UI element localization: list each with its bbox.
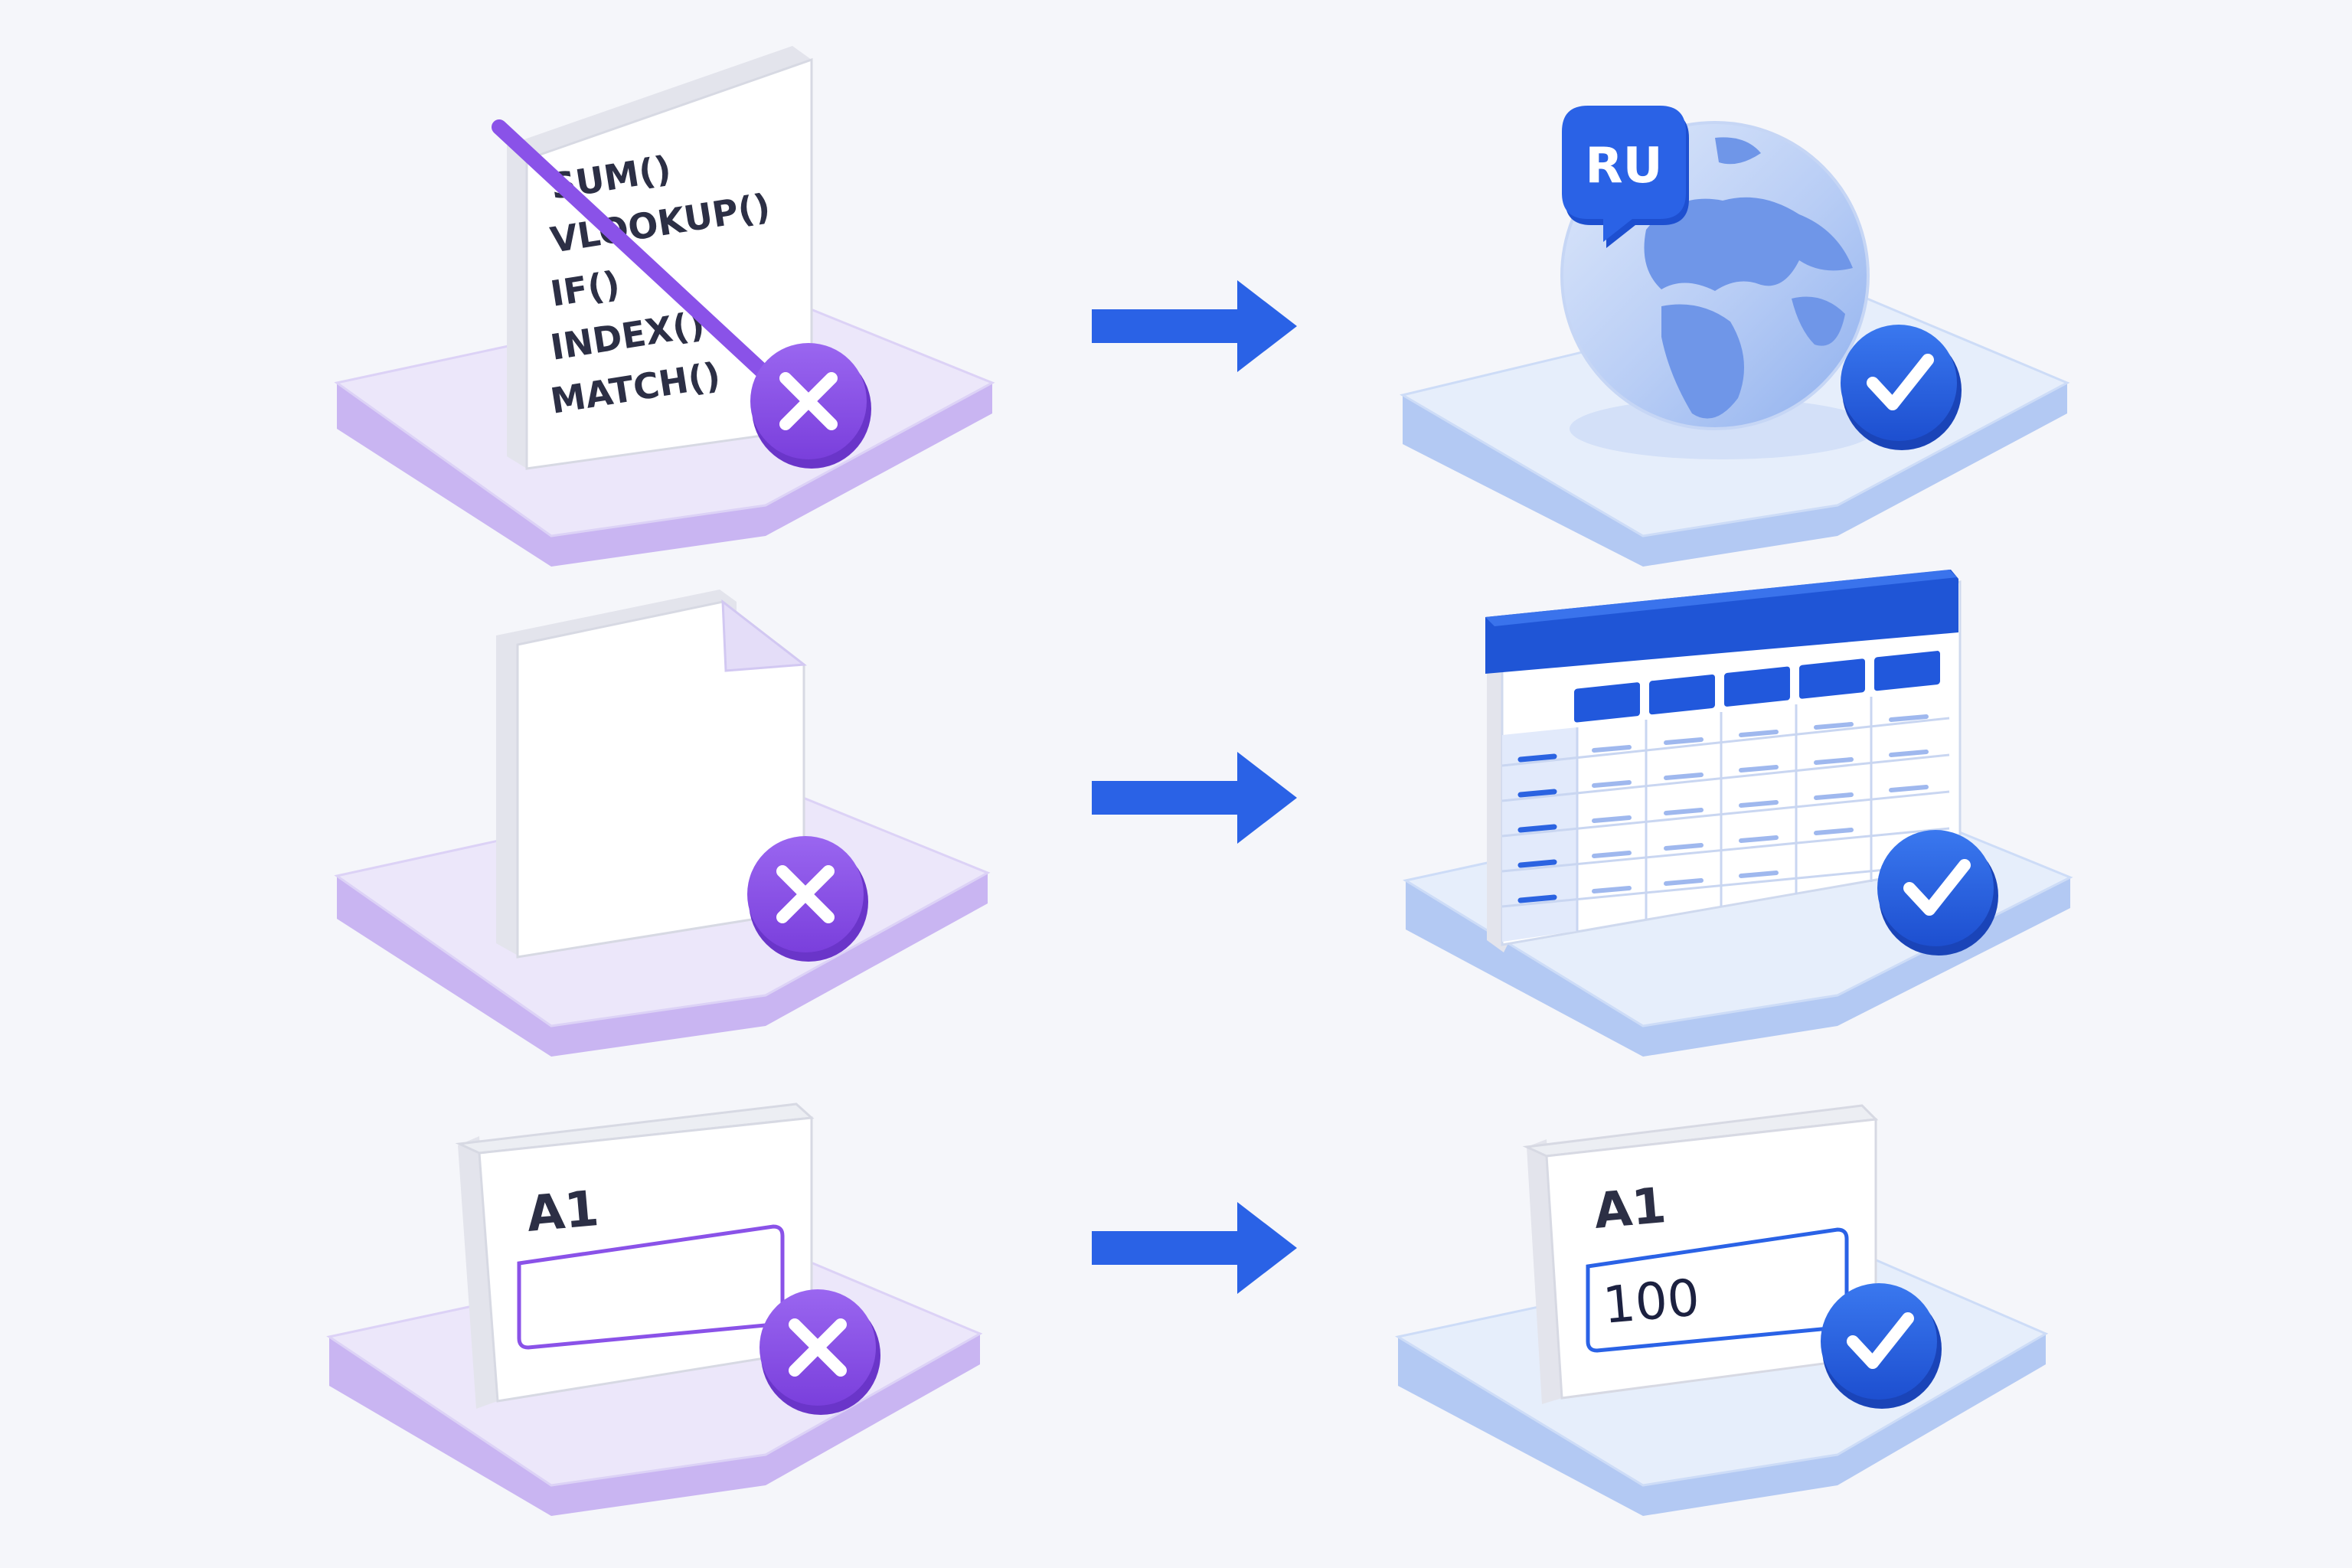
- check-icon: [1877, 830, 1998, 956]
- x-icon: [747, 836, 868, 962]
- cell-reference: A1: [524, 1181, 601, 1243]
- x-icon: [750, 343, 871, 469]
- cell-value: 100: [1601, 1268, 1702, 1335]
- x-icon: [760, 1289, 880, 1415]
- arrow-right-icon: [1092, 1202, 1297, 1294]
- cell-reference: A1: [1592, 1178, 1668, 1240]
- language-code: RU: [1585, 138, 1662, 194]
- blank-document-icon: [496, 590, 807, 959]
- check-icon: [1841, 325, 1962, 450]
- strikethrough-line: [492, 119, 782, 390]
- cell-card-empty: A1: [455, 1102, 815, 1409]
- spreadsheet-grid-icon: [1485, 570, 1962, 952]
- cell-card-filled: A1 100: [1522, 1104, 1879, 1404]
- check-icon: [1821, 1283, 1942, 1409]
- formula-sheet: SUM() VLOOKUP() IF() INDEX() MATCH(): [492, 46, 813, 470]
- arrow-right-icon: [1092, 280, 1297, 372]
- language-badge: RU: [1562, 106, 1689, 248]
- arrow-right-icon: [1092, 752, 1297, 844]
